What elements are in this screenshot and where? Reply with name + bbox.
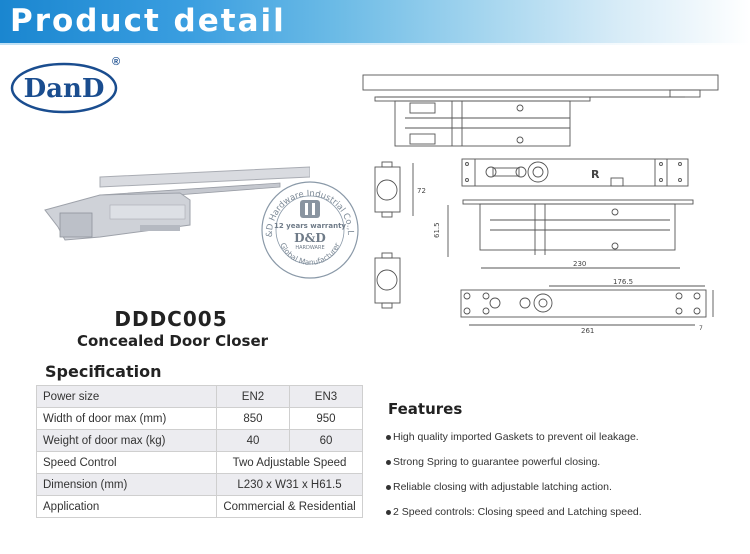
list-item: 2 Speed controls: Closing speed and Latc… <box>386 505 642 530</box>
page-title: Product detail <box>10 3 286 39</box>
cell-en2: EN2 <box>216 385 290 408</box>
logo-text: DanD <box>24 74 105 104</box>
cell-en3: 950 <box>288 407 364 430</box>
features-list: High quality imported Gaskets to prevent… <box>386 430 642 530</box>
stamp-sub: HARDWARE <box>295 245 324 251</box>
product-name: Concealed Door Closer <box>76 332 269 350</box>
side-label: R <box>591 168 600 181</box>
dand-logo: DanD <box>10 62 118 114</box>
bullet-icon <box>386 459 391 465</box>
dim-176-5: 176.5 <box>613 278 633 286</box>
warranty-stamp: D&D Hardware Industrial Co.,Ltd 12 years… <box>258 178 359 279</box>
cell-en3: 60 <box>288 429 364 452</box>
dim-61-5: 61.5 <box>433 222 441 238</box>
features-title: Features <box>388 400 463 418</box>
registered-mark: ® <box>112 56 121 68</box>
cell-value: Commercial & Residential <box>216 495 363 518</box>
dim-261: 261 <box>581 327 594 335</box>
table-row: Dimension (mm) L230 x W31 x H61.5 <box>36 473 363 496</box>
bullet-icon <box>386 434 391 440</box>
table-row: Speed Control Two Adjustable Speed <box>36 451 363 474</box>
dim-7: 7 <box>699 325 703 332</box>
cell-value: L230 x W31 x H61.5 <box>216 473 363 496</box>
bullet-icon <box>386 484 391 490</box>
specification-table: Power size EN2 EN3 Width of door max (mm… <box>36 385 364 518</box>
dim-230: 230 <box>573 260 586 268</box>
technical-drawing: 72 R 61.5 230 176.5 261 7 <box>362 74 719 335</box>
stamp-name: D&D <box>294 231 326 245</box>
list-item: Reliable closing with adjustable latchin… <box>386 480 642 505</box>
list-item: High quality imported Gaskets to prevent… <box>386 430 642 455</box>
bullet-icon <box>386 509 391 515</box>
cell-value: Two Adjustable Speed <box>216 451 363 474</box>
product-model: DDDC005 <box>114 307 228 331</box>
row-label: Power size <box>36 385 217 408</box>
row-label: Weight of door max (kg) <box>36 429 217 452</box>
cell-en2: 850 <box>216 407 290 430</box>
cell-en2: 40 <box>216 429 290 452</box>
stamp-warranty: 12 years warranty <box>274 222 346 230</box>
row-label: Application <box>36 495 217 518</box>
table-row: Power size EN2 EN3 <box>36 385 364 408</box>
row-label: Speed Control <box>36 451 217 474</box>
row-label: Dimension (mm) <box>36 473 217 496</box>
header-divider <box>0 43 750 45</box>
table-row: Width of door max (mm) 850 950 <box>36 407 364 430</box>
table-row: Weight of door max (kg) 40 60 <box>36 429 364 452</box>
row-label: Width of door max (mm) <box>36 407 217 430</box>
product-photo <box>44 166 310 241</box>
list-item: Strong Spring to guarantee powerful clos… <box>386 455 642 480</box>
specification-title: Specification <box>45 362 162 381</box>
table-row: Application Commercial & Residential <box>36 495 363 518</box>
dim-72: 72 <box>417 187 426 195</box>
header-banner: Product detail <box>0 0 750 43</box>
cell-en3: EN3 <box>288 385 364 408</box>
